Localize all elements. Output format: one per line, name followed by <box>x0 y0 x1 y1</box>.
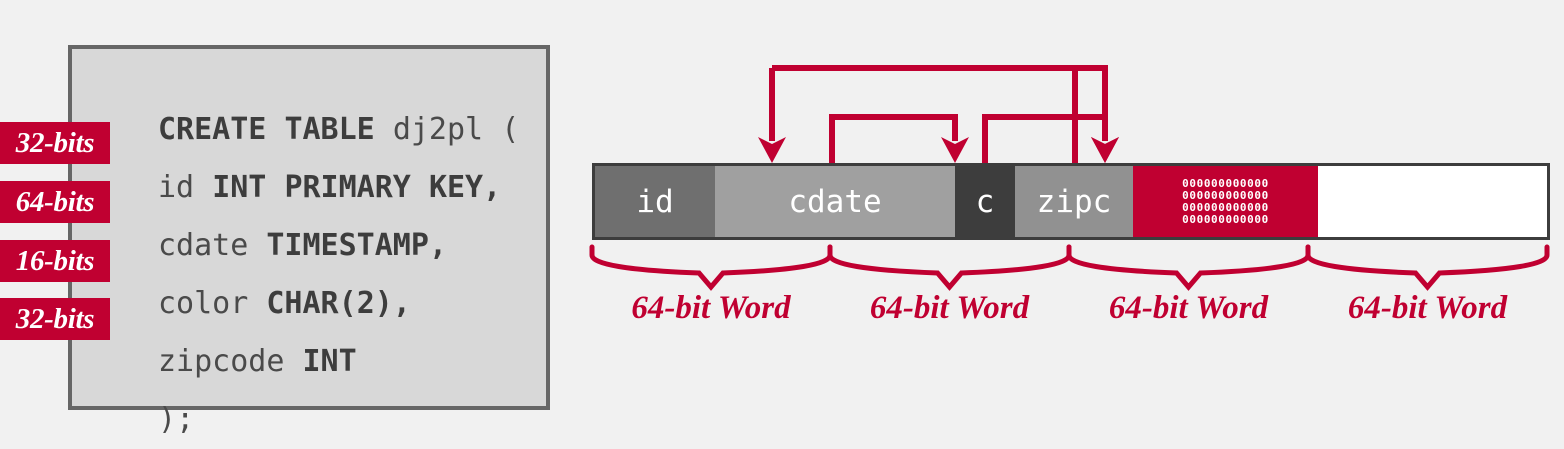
word-brace-0 <box>589 244 833 291</box>
line-zipcode: zipcode INT <box>158 344 357 379</box>
word-label-2: 64-bit Word <box>1108 290 1269 326</box>
mem-cell-cdate: cdate <box>715 166 955 237</box>
word-brace-1 <box>827 244 1072 291</box>
word-label-1: 64-bit Word <box>869 290 1030 326</box>
mem-cell-id: id <box>595 166 715 237</box>
padding-bits-row: 000000000000 <box>1182 176 1269 190</box>
padding-bits-row: 000000000000 <box>1182 188 1269 202</box>
cdate-pointer <box>829 114 969 163</box>
bit-badge-0: 32-bits <box>0 122 110 164</box>
line-create: CREATE TABLE dj2pl ( <box>158 112 520 147</box>
bit-badge-2: 16-bits <box>0 240 110 282</box>
id-pointer <box>758 68 786 163</box>
word-brace-layer <box>589 244 1550 291</box>
mem-cell-free <box>1318 166 1547 237</box>
word-brace-3 <box>1305 244 1550 291</box>
bit-badge-1: 64-bits <box>0 181 110 223</box>
word-label-3: 64-bit Word <box>1347 290 1508 326</box>
mem-cell-color: c <box>955 166 1015 237</box>
sql-code-panel: CREATE TABLE dj2pl ( id INT PRIMARY KEY,… <box>68 45 550 437</box>
word-brace-2 <box>1066 244 1311 291</box>
bit-badge-3: 32-bits <box>0 298 110 340</box>
line-color: color CHAR(2), <box>158 286 411 321</box>
arrowhead-icon <box>1091 137 1119 163</box>
line-cdate: cdate TIMESTAMP, <box>158 228 447 263</box>
padding-bits-row: 000000000000 <box>1182 200 1269 214</box>
mem-cell-zipcode: zipc <box>1015 166 1133 237</box>
padding-bits-row: 000000000000 <box>1182 212 1269 226</box>
arrowhead-icon <box>758 137 786 163</box>
arrowhead-icon <box>941 137 969 163</box>
zipcode-pointer <box>1072 65 1119 163</box>
pointer-top-connector <box>772 65 1108 141</box>
sql-code-text: CREATE TABLE dj2pl ( id INT PRIMARY KEY,… <box>158 101 519 449</box>
color-pointer <box>982 114 1119 163</box>
word-label-0: 64-bit Word <box>631 290 791 326</box>
arrowhead-icon <box>1091 137 1119 163</box>
line-close: ); <box>158 402 195 437</box>
line-id: id INT PRIMARY KEY, <box>158 170 502 205</box>
